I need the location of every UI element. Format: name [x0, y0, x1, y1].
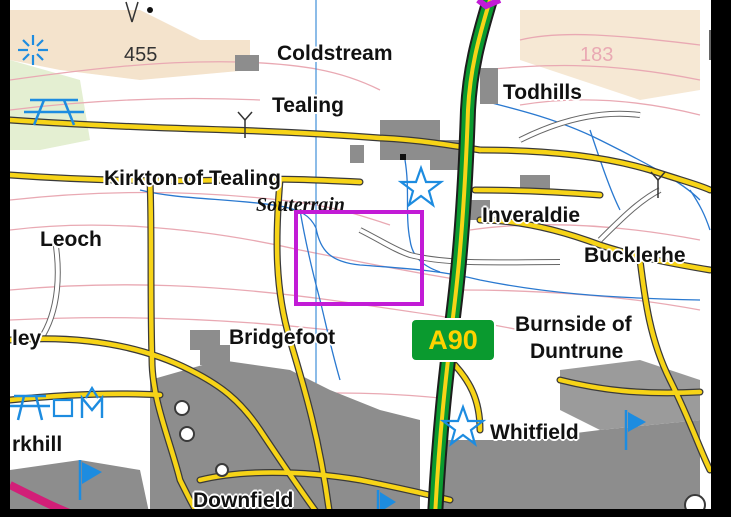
place-label-leoch: Leoch [40, 228, 102, 251]
place-label-downfield: Downfield [193, 489, 294, 512]
b-roads [6, 116, 714, 517]
place-label-burnside-of: Burnside of [515, 313, 632, 336]
flag-icon [624, 410, 646, 450]
place-label-inveraldie: Inveraldie [482, 204, 581, 227]
point-marker [400, 154, 406, 160]
place-label-coldstream: Coldstream [277, 42, 393, 65]
spot-height-455: 455 [124, 44, 158, 66]
mast-icon [125, 1, 139, 23]
minor-roads [37, 110, 662, 342]
viewpoint-icon [18, 35, 48, 65]
place-label-rkhill: rkhill [12, 433, 63, 456]
hill-shading [520, 10, 700, 100]
place-label-bridgefoot: Bridgefoot [229, 326, 336, 349]
museum-icon [80, 394, 104, 418]
a90-road [427, 0, 498, 517]
selection-rectangle[interactable] [294, 210, 424, 306]
boundary-line [476, 0, 502, 10]
place-label-bucklerhe: Bucklerhe [584, 244, 686, 267]
point-marker [147, 7, 153, 13]
place-label-kirkton-of-tealing: Kirkton of Tealing [104, 167, 281, 190]
place-label-ley: ley [12, 327, 42, 350]
interest-stars [397, 164, 487, 447]
place-label-tealing: Tealing [272, 94, 344, 117]
picnic-icon [10, 394, 50, 421]
star-icon [439, 403, 487, 447]
place-label-duntrune: Duntrune [530, 340, 624, 363]
spot-height-183: 183 [580, 44, 614, 66]
wind-turbine-icon [237, 30, 711, 198]
building-icon [52, 398, 74, 418]
road-number-shield: A90 [410, 318, 496, 362]
flag-icon [78, 460, 102, 500]
place-label-whitfield: Whitfield [490, 421, 579, 444]
road-number-label: A90 [428, 324, 478, 355]
star-icon [397, 164, 445, 208]
place-label-todhills: Todhills [503, 81, 582, 104]
picnic-icon [24, 98, 84, 126]
